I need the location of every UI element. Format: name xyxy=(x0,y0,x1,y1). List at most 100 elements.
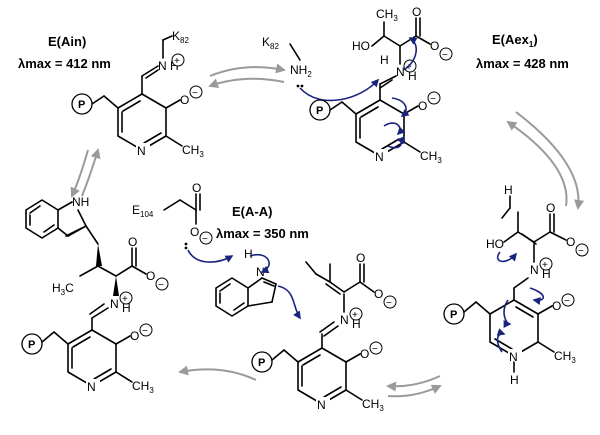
svg-text:O: O xyxy=(418,99,427,113)
svg-text:−: − xyxy=(386,298,392,309)
double-bond xyxy=(122,100,141,112)
methyl-label: CH3 xyxy=(132,379,154,395)
ring-n: N xyxy=(509,350,518,364)
indole-nh: NH xyxy=(72,195,89,209)
svg-text:O: O xyxy=(356,251,365,265)
e-aex1-lambda: λmax = 428 nm xyxy=(476,56,569,71)
svg-text:+: + xyxy=(406,62,412,73)
svg-text:+: + xyxy=(352,310,358,321)
svg-text:H: H xyxy=(244,247,253,261)
ring-n: N xyxy=(87,380,96,394)
double-bond xyxy=(143,132,162,144)
imine-n: N xyxy=(530,263,539,277)
imine-n: N xyxy=(158,59,167,73)
structure-e-aa: E(A-A) λmax = 350 nm E104 O O − H N xyxy=(132,181,397,413)
svg-text:O: O xyxy=(552,299,561,313)
ring-n: N xyxy=(375,150,384,164)
pyridine-ring xyxy=(67,329,117,387)
svg-text:−: − xyxy=(192,88,198,99)
svg-text:O: O xyxy=(146,269,155,283)
svg-text:P: P xyxy=(450,309,457,321)
svg-text:H: H xyxy=(122,301,131,315)
svg-text:−: − xyxy=(202,234,208,245)
free-lysine-k82: K82 xyxy=(262,35,279,51)
pyridine-ring xyxy=(117,93,167,151)
arrow-aex1-to-ain xyxy=(208,77,285,89)
svg-text:−: − xyxy=(142,326,148,337)
phosphate-circle xyxy=(443,303,465,325)
curly-arrow xyxy=(299,78,380,102)
ring-n: N xyxy=(137,144,146,158)
svg-text:O: O xyxy=(190,225,199,239)
curly-arrow xyxy=(383,122,406,136)
svg-text:O: O xyxy=(546,201,555,215)
arrow-quinonoid-to-aa xyxy=(386,375,441,392)
curly-arrow xyxy=(403,37,418,71)
arrow-ain-to-left xyxy=(70,149,89,198)
hydroxyl-label: HO xyxy=(486,237,504,251)
curly-arrow xyxy=(387,136,405,149)
curly-arrow xyxy=(391,97,410,117)
arrow-aex1-to-quinonoid xyxy=(515,111,585,210)
hydroxyl-label: HO xyxy=(352,39,370,53)
equilibrium-arrows xyxy=(70,63,585,398)
svg-text:−: − xyxy=(564,296,570,307)
imine-n: N xyxy=(110,297,119,311)
phosphate-circle xyxy=(21,333,43,355)
lysine-nh2: NH2 xyxy=(290,63,312,79)
structure-quinonoid: H HO O O − N H + N H CH3 O − xyxy=(443,183,589,387)
svg-text:P: P xyxy=(78,99,85,111)
svg-text:+: + xyxy=(542,260,548,271)
e-ain-label: E(Ain) xyxy=(48,34,86,49)
svg-text:H: H xyxy=(504,183,513,197)
arrow-aa-to-quinonoid xyxy=(387,384,442,398)
methyl-label: CH3 xyxy=(362,397,384,413)
methyl-label: CH3 xyxy=(554,349,576,365)
methyl-label: CH3 xyxy=(182,143,204,159)
svg-text:P: P xyxy=(28,339,35,351)
svg-text:O: O xyxy=(430,39,439,53)
imine-n: N xyxy=(340,313,349,327)
arrow-left-to-ain xyxy=(81,148,101,197)
methyl-label: CH3 xyxy=(376,7,398,23)
curly-arrow xyxy=(496,328,506,353)
curly-arrow xyxy=(249,253,270,274)
svg-text:H: H xyxy=(380,53,389,67)
svg-text:H: H xyxy=(170,59,179,73)
arrow-quinonoid-to-aex1 xyxy=(506,120,568,207)
methyl-label: CH3 xyxy=(420,149,442,165)
svg-text:P: P xyxy=(316,105,323,117)
structure-e-ain: E(Ain) λmax = 412 nm N CH3 O − P N H + K… xyxy=(18,29,204,159)
svg-text:−: − xyxy=(578,246,584,257)
svg-text:−: − xyxy=(158,280,164,291)
svg-text:P: P xyxy=(258,357,265,369)
svg-text:H: H xyxy=(352,317,361,331)
e-aa-lambda: λmax = 350 nm xyxy=(216,226,309,241)
svg-text:O: O xyxy=(412,5,421,19)
svg-text:O: O xyxy=(128,235,137,249)
e-ain-lambda: λmax = 412 nm xyxy=(18,56,111,71)
phosphate-circle xyxy=(251,351,273,373)
arrow-ain-to-aex1 xyxy=(209,63,286,77)
svg-text:+: + xyxy=(122,294,128,305)
svg-text:H: H xyxy=(510,373,519,387)
svg-text:O: O xyxy=(192,181,201,195)
svg-text:O: O xyxy=(566,235,575,249)
lysine-k82: K82 xyxy=(172,29,189,45)
phosphate-circle xyxy=(71,93,93,115)
svg-text:−: − xyxy=(430,94,436,105)
methyl-label: H3C xyxy=(52,281,74,297)
curly-arrow xyxy=(277,285,301,320)
pyridine-ring xyxy=(489,299,539,357)
curly-arrow xyxy=(496,251,518,263)
curly-arrow xyxy=(529,287,545,305)
e-aex1-label: E(Aex1) xyxy=(492,32,538,49)
svg-text:+: + xyxy=(174,56,180,67)
imine-n: N xyxy=(396,65,405,79)
pyridine-ring xyxy=(297,347,347,405)
svg-text:H: H xyxy=(408,69,417,83)
structure-e-aex1: E(Aex1) λmax = 428 nm K82 NH2 HO CH3 O O… xyxy=(262,5,569,165)
curly-arrow xyxy=(503,299,512,328)
indole-nh: N xyxy=(256,265,265,279)
